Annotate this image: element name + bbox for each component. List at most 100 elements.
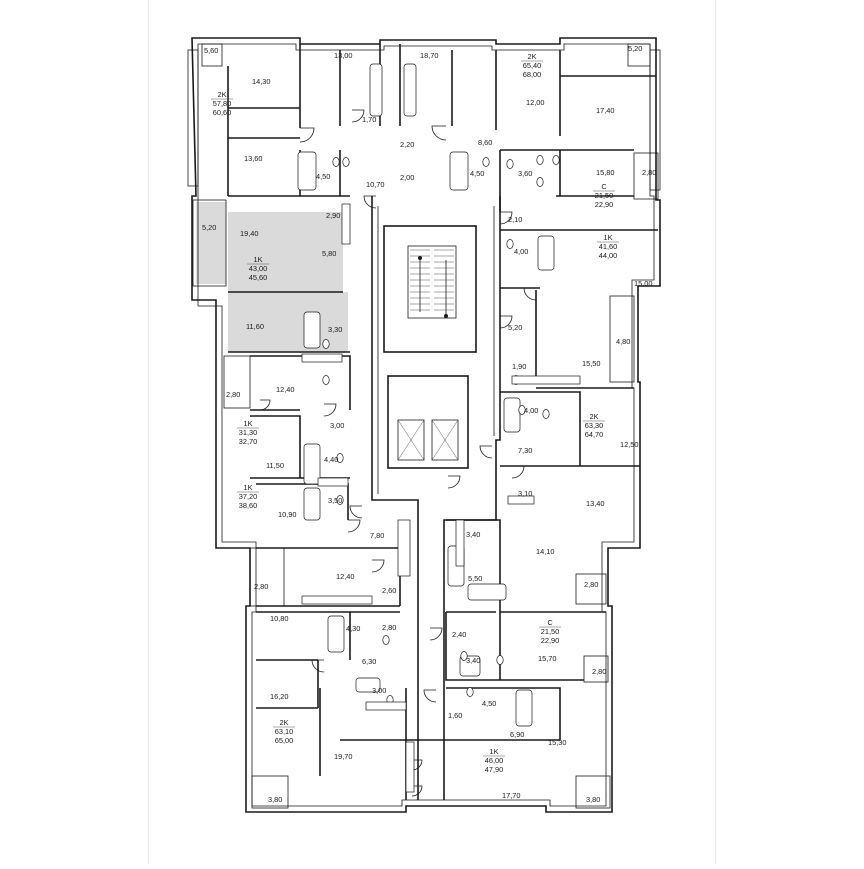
balcony bbox=[583, 655, 609, 683]
stair-marker bbox=[444, 314, 448, 318]
balcony bbox=[575, 573, 607, 605]
bathtub bbox=[503, 397, 521, 433]
door-swing bbox=[499, 315, 513, 329]
toilet bbox=[322, 375, 330, 385]
door-swing bbox=[431, 125, 447, 141]
toilet bbox=[460, 651, 468, 661]
apartment-type: C bbox=[601, 182, 607, 191]
apartment-type: 1K bbox=[603, 233, 612, 242]
room-area-label: 3,40 bbox=[466, 530, 480, 539]
bathtub bbox=[449, 151, 469, 191]
toilet bbox=[382, 635, 390, 645]
room-area-label: 1,70 bbox=[362, 115, 376, 124]
balcony bbox=[251, 775, 289, 809]
room-area-label: 15,70 bbox=[538, 654, 557, 663]
room-area-label: 10,80 bbox=[270, 614, 289, 623]
room-area-label: 3,40 bbox=[466, 656, 480, 665]
room-area-label: 12,40 bbox=[336, 572, 355, 581]
door-swing bbox=[259, 399, 271, 411]
room-area-label: 15,00 bbox=[634, 279, 653, 288]
building-outline bbox=[191, 37, 661, 813]
balcony bbox=[627, 43, 651, 67]
apartment-living: 41,60 bbox=[599, 242, 618, 251]
room-area-label: 4,50 bbox=[316, 172, 330, 181]
door-swing bbox=[411, 785, 423, 797]
balcony bbox=[192, 199, 227, 287]
apartment-living: 21,50 bbox=[595, 191, 614, 200]
apartment-type: C bbox=[547, 618, 553, 627]
stair-arrow bbox=[419, 256, 447, 316]
room-area-label: 12,40 bbox=[276, 385, 295, 394]
apartment-total: 68,00 bbox=[523, 70, 542, 79]
toilet bbox=[336, 495, 344, 505]
apartment-type: 1K bbox=[489, 747, 498, 756]
selected-apartment-balcony bbox=[196, 202, 226, 284]
room-area-label: 4,30 bbox=[346, 624, 360, 633]
elevator-cross bbox=[397, 419, 459, 461]
room-area-label: 6,30 bbox=[362, 657, 376, 666]
apartment-type: 1K bbox=[243, 419, 252, 428]
room-area-label: 3,00 bbox=[372, 686, 386, 695]
partitions bbox=[227, 44, 658, 800]
room-area-label: 3,80 bbox=[586, 795, 600, 804]
door-swing bbox=[347, 519, 361, 533]
room-area-label: 10,90 bbox=[278, 510, 297, 519]
room-area-label: 11,60 bbox=[246, 322, 264, 331]
room-area-label: 12,00 bbox=[526, 98, 545, 107]
door-swing bbox=[299, 127, 315, 143]
room-area-label: 3,00 bbox=[330, 421, 344, 430]
toilet bbox=[466, 687, 474, 697]
door-swing bbox=[371, 559, 385, 573]
room-area-label: 19,40 bbox=[240, 229, 259, 238]
room-area-label: 7,30 bbox=[518, 446, 532, 455]
room-area-label: 1,60 bbox=[448, 711, 462, 720]
room-area-label: 2,80 bbox=[254, 582, 268, 591]
room-area-label: 14,30 bbox=[252, 77, 271, 86]
room-area-label: 13,60 bbox=[244, 154, 263, 163]
room-area-label: 2,80 bbox=[382, 623, 396, 632]
door-swing bbox=[511, 465, 525, 479]
toilet bbox=[518, 405, 526, 415]
door-swing bbox=[423, 689, 437, 703]
apartment-living: 63,30 bbox=[585, 421, 604, 430]
room-area-label: 13,00 bbox=[334, 51, 353, 60]
apartment-type: 2K bbox=[527, 52, 536, 61]
room-area-label: 3,60 bbox=[518, 169, 532, 178]
toilet bbox=[506, 159, 514, 169]
room-area-label: 15,80 bbox=[596, 168, 615, 177]
room-area-label: 15,30 bbox=[548, 738, 567, 747]
toilet bbox=[342, 157, 350, 167]
toilet bbox=[536, 155, 544, 165]
toilet bbox=[496, 655, 504, 665]
room-area-label: 3,50 bbox=[328, 496, 342, 505]
apartment-total: 60,60 bbox=[213, 108, 232, 117]
room-area-label: 11,50 bbox=[266, 461, 284, 470]
room-area-label: 2,40 bbox=[452, 630, 466, 639]
room-area-label: 3,10 bbox=[518, 489, 532, 498]
toilet bbox=[482, 157, 490, 167]
apartment-total: 44,00 bbox=[599, 251, 618, 260]
door-swing bbox=[499, 211, 513, 225]
toilet bbox=[542, 409, 550, 419]
door-swing bbox=[349, 505, 363, 519]
stair-well bbox=[407, 245, 457, 319]
elevator-core bbox=[387, 375, 469, 469]
door-swing bbox=[479, 445, 493, 459]
bathtub bbox=[403, 63, 417, 117]
room-area-label: 19,70 bbox=[334, 752, 353, 761]
apartment-total: 47,90 bbox=[485, 765, 504, 774]
